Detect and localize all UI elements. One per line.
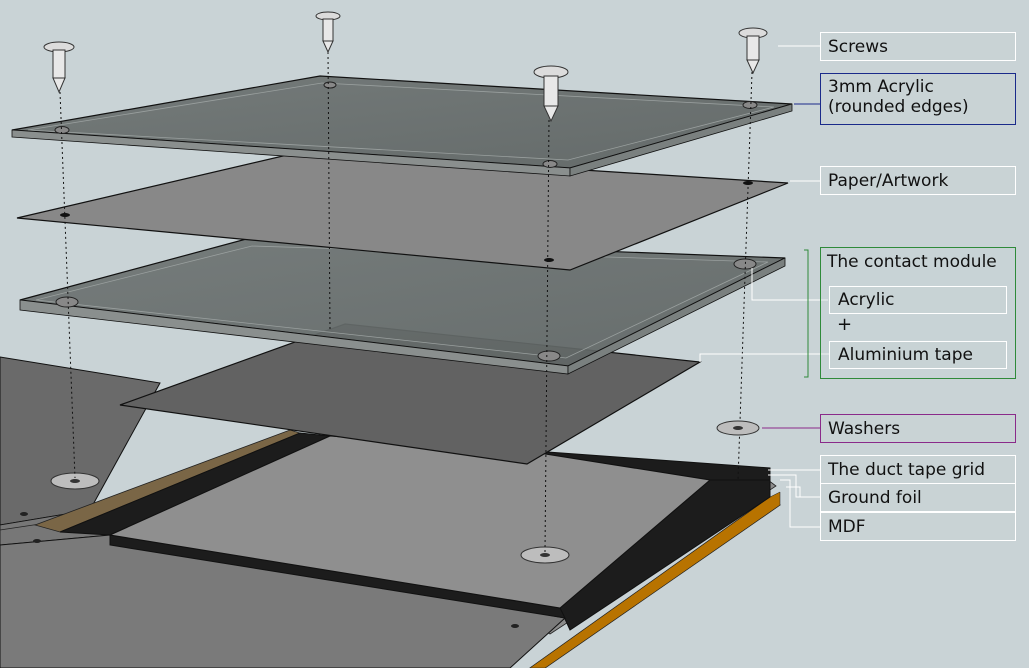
paper-artwork-sheet	[17, 152, 788, 270]
contact-plus-sign: +	[837, 314, 852, 335]
label-ground-foil-text: Ground foil	[828, 488, 922, 508]
label-paper: Paper/Artwork	[820, 166, 1016, 195]
contact-module-title: The contact module	[821, 248, 1015, 276]
label-mdf: MDF	[820, 512, 1016, 541]
floating-washer	[717, 421, 759, 435]
label-duct-tape: The duct tape grid	[820, 455, 1016, 484]
label-acrylic-line1: 3mm Acrylic	[828, 77, 1008, 97]
screw	[44, 42, 74, 92]
label-washers: Washers	[820, 414, 1016, 443]
screw	[316, 12, 340, 52]
label-screws-text: Screws	[828, 37, 888, 57]
screw	[739, 28, 767, 73]
contact-tape-label: Aluminium tape	[829, 341, 1007, 369]
label-contact-module: The contact module Acrylic + Aluminium t…	[820, 247, 1016, 379]
contact-acrylic-text: Acrylic	[838, 290, 895, 310]
label-ground-foil: Ground foil	[820, 483, 1016, 512]
label-duct-tape-text: The duct tape grid	[828, 460, 985, 480]
label-acrylic: 3mm Acrylic (rounded edges)	[820, 73, 1016, 125]
contact-tape-text: Aluminium tape	[838, 345, 973, 365]
label-acrylic-line2: (rounded edges)	[828, 97, 1008, 117]
label-screws: Screws	[820, 32, 1016, 61]
label-washers-text: Washers	[828, 419, 900, 439]
contact-acrylic-label: Acrylic	[829, 286, 1007, 314]
contact-acrylic-sheet	[20, 238, 785, 374]
label-paper-text: Paper/Artwork	[828, 171, 948, 191]
label-mdf-text: MDF	[828, 517, 866, 537]
top-acrylic-sheet	[12, 76, 792, 176]
